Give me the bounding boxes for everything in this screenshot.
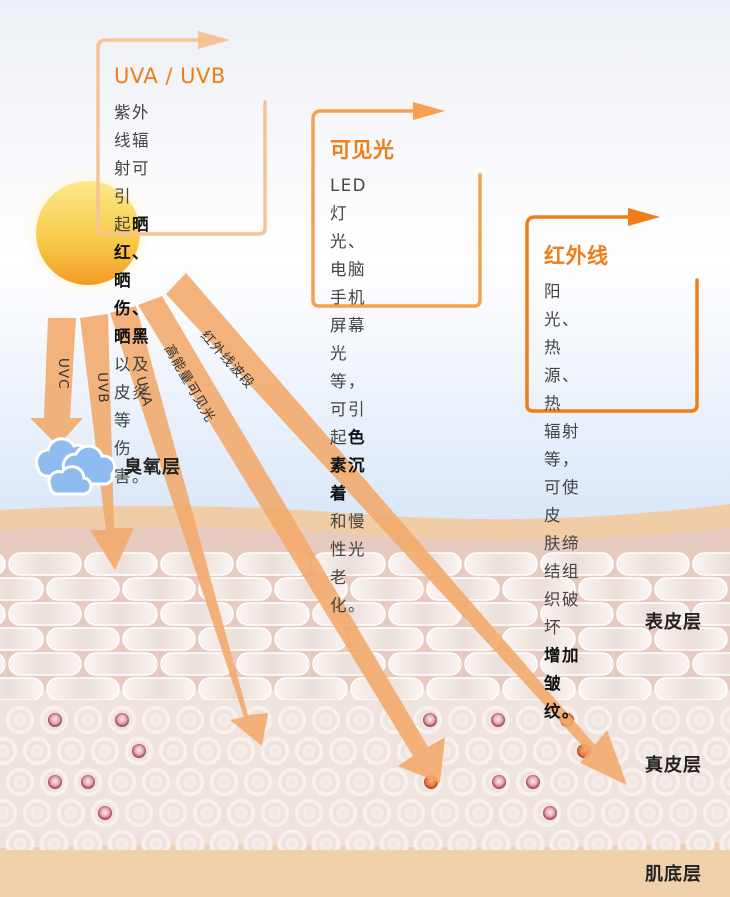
body-text: 可引起 xyxy=(330,400,366,447)
label-dermis: 真皮层 xyxy=(645,755,702,776)
body-text: 以及皮炎等 xyxy=(114,355,150,430)
card-frames xyxy=(96,31,699,413)
emphasis-text: 色素沉着 xyxy=(330,428,366,503)
card-body-line: 紫外线辐射可引 xyxy=(114,99,150,211)
label-ozone-layer: 臭氧层 xyxy=(124,457,181,478)
card-body-line: 阳光、热源、热 xyxy=(544,278,580,418)
card-body-line: 伤害。 xyxy=(114,435,150,491)
sun-icon xyxy=(36,181,140,285)
card-body-line: 可引起色素沉着 xyxy=(330,396,367,508)
card-body-line: 手机屏幕光等， xyxy=(330,284,367,396)
label-hypodermis: 肌底层 xyxy=(645,864,702,885)
card-body-line: 晒黑以及皮炎等 xyxy=(114,323,150,435)
body-text: 肤缔结组织破坏 xyxy=(544,534,580,637)
beam-ir xyxy=(166,273,627,785)
emphasis-text: 晒红、晒伤、 xyxy=(114,215,150,318)
card-title: 红外线 xyxy=(544,244,609,268)
body-text: 和慢性光老化。 xyxy=(330,512,366,615)
body-text: 辐射等，可使皮 xyxy=(544,422,580,525)
ozone-cloud-icon xyxy=(34,437,117,496)
beam-hev xyxy=(138,296,445,783)
emphasis-text: 增加皱纹。 xyxy=(544,646,580,721)
beam-label-uvc: UVC xyxy=(55,358,71,390)
card-body: 阳光、热源、热辐射等，可使皮肤缔结组织破坏增加皱纹。 xyxy=(544,278,580,726)
beam-uvc xyxy=(30,318,83,446)
body-text: 紫外线辐射可引 xyxy=(114,103,150,206)
card-title: 可见光 xyxy=(330,138,395,162)
card-body-line: 起晒红、晒伤、 xyxy=(114,211,150,323)
beam-uva xyxy=(110,306,268,746)
card-body-line: 辐射等，可使皮 xyxy=(544,418,580,530)
body-text: 伤害。 xyxy=(114,439,150,486)
body-text: 阳光、热源、热 xyxy=(544,282,580,413)
body-text: 手机屏幕光等， xyxy=(330,288,366,391)
beam-label-uvb: UVB xyxy=(94,372,112,404)
card-body: LED 灯光、电脑手机屏幕光等， 可引起色素沉着和慢性光老化。 xyxy=(330,172,367,620)
card-body-line: LED 灯光、电脑 xyxy=(330,172,367,284)
beam-uvb xyxy=(80,314,134,570)
dermis-cells xyxy=(0,705,730,850)
card-body-line: 肤缔结组织破坏 xyxy=(544,530,580,642)
body-text: 起 xyxy=(114,215,132,234)
card-body-line: 和慢性光老化。 xyxy=(330,508,367,620)
card-title: UVA / UVB xyxy=(114,64,226,88)
emphasis-text: 晒黑 xyxy=(114,327,150,346)
body-text: LED 灯光、电脑 xyxy=(330,176,367,279)
card-body: 紫外线辐射可引起晒红、晒伤、晒黑以及皮炎等伤害。 xyxy=(114,99,150,491)
card-body-line: 增加皱纹。 xyxy=(544,642,580,726)
hypodermis-layer xyxy=(0,842,730,897)
label-epidermis: 表皮层 xyxy=(645,612,702,633)
light-beams xyxy=(30,273,627,785)
epidermis-cells xyxy=(0,552,730,700)
